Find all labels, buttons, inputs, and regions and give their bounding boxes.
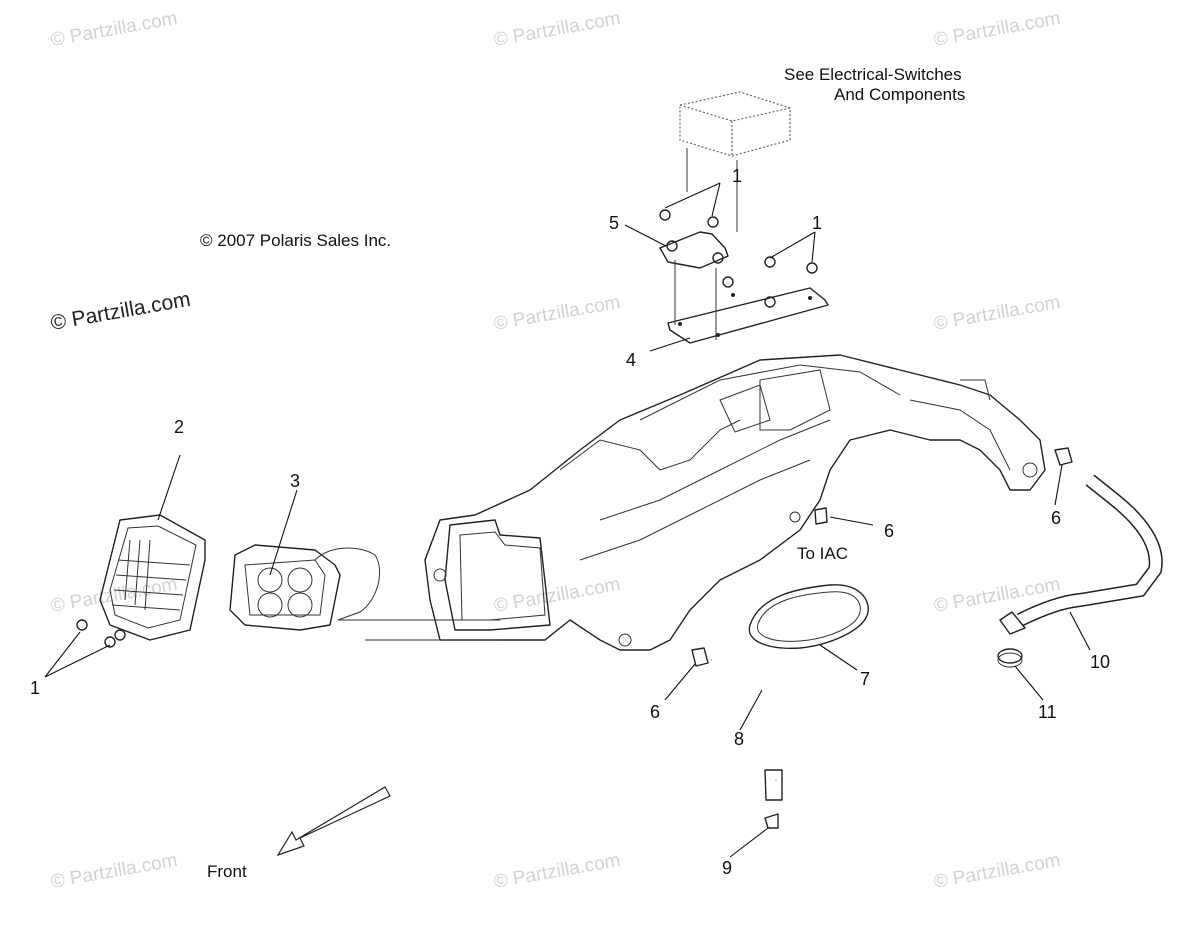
watermark: © Partzilla.com	[932, 292, 1062, 335]
bracket-illustration	[659, 209, 818, 308]
watermark: © Partzilla.com	[492, 292, 622, 335]
electrical-module-illustration	[679, 91, 791, 232]
callout-10: 10	[1090, 652, 1110, 672]
callout-7: 7	[860, 669, 870, 689]
gasket-illustration	[748, 584, 869, 649]
callout-5: 5	[609, 213, 619, 233]
watermark: © Partzilla.com	[932, 8, 1062, 51]
air-filter-illustration	[76, 514, 206, 648]
iac-note: To IAC	[797, 544, 848, 563]
watermark: © Partzilla.com	[49, 8, 179, 51]
callout-2: 2	[174, 417, 184, 437]
watermark: © Partzilla.com	[492, 850, 622, 893]
front-arrow	[276, 786, 391, 857]
mounting-plate-illustration	[667, 260, 829, 344]
electrical-note-line1: See Electrical-Switches	[784, 65, 962, 84]
watermark: © Partzilla.com	[49, 850, 179, 893]
callout-8: 8	[734, 729, 744, 749]
front-label: Front	[207, 862, 247, 881]
copyright-notice: © 2007 Polaris Sales Inc.	[200, 231, 391, 250]
partzilla-watermark: © Partzilla.com	[49, 288, 192, 335]
watermark: © Partzilla.com	[932, 850, 1062, 893]
inlet-housing-illustration	[229, 544, 500, 641]
callout-6: 6	[884, 521, 894, 541]
clamp-11-illustration	[997, 648, 1023, 668]
callout-labels: 1 1 1 2 3 4 5 6 To IAC 6 6 7 8 9 10 11	[30, 166, 1110, 878]
hose-10-illustration	[999, 474, 1163, 635]
leader-lines	[44, 182, 1091, 858]
watermark: © Partzilla.com	[492, 574, 622, 617]
callout-3: 3	[290, 471, 300, 491]
callout-11: 11	[1038, 702, 1057, 722]
callout-1: 1	[30, 678, 40, 698]
callout-4: 4	[626, 350, 636, 370]
callout-1: 1	[732, 166, 742, 186]
fittings-illustration	[691, 447, 1073, 667]
watermark-layer: © Partzilla.com © Partzilla.com © Partzi…	[49, 8, 1062, 893]
callout-6: 6	[1051, 508, 1061, 528]
hose-8-illustration	[711, 656, 783, 829]
callout-1: 1	[812, 213, 822, 233]
watermark: © Partzilla.com	[492, 8, 622, 51]
callout-6: 6	[650, 702, 660, 722]
callout-9: 9	[722, 858, 732, 878]
electrical-note-line2: And Components	[834, 85, 965, 104]
